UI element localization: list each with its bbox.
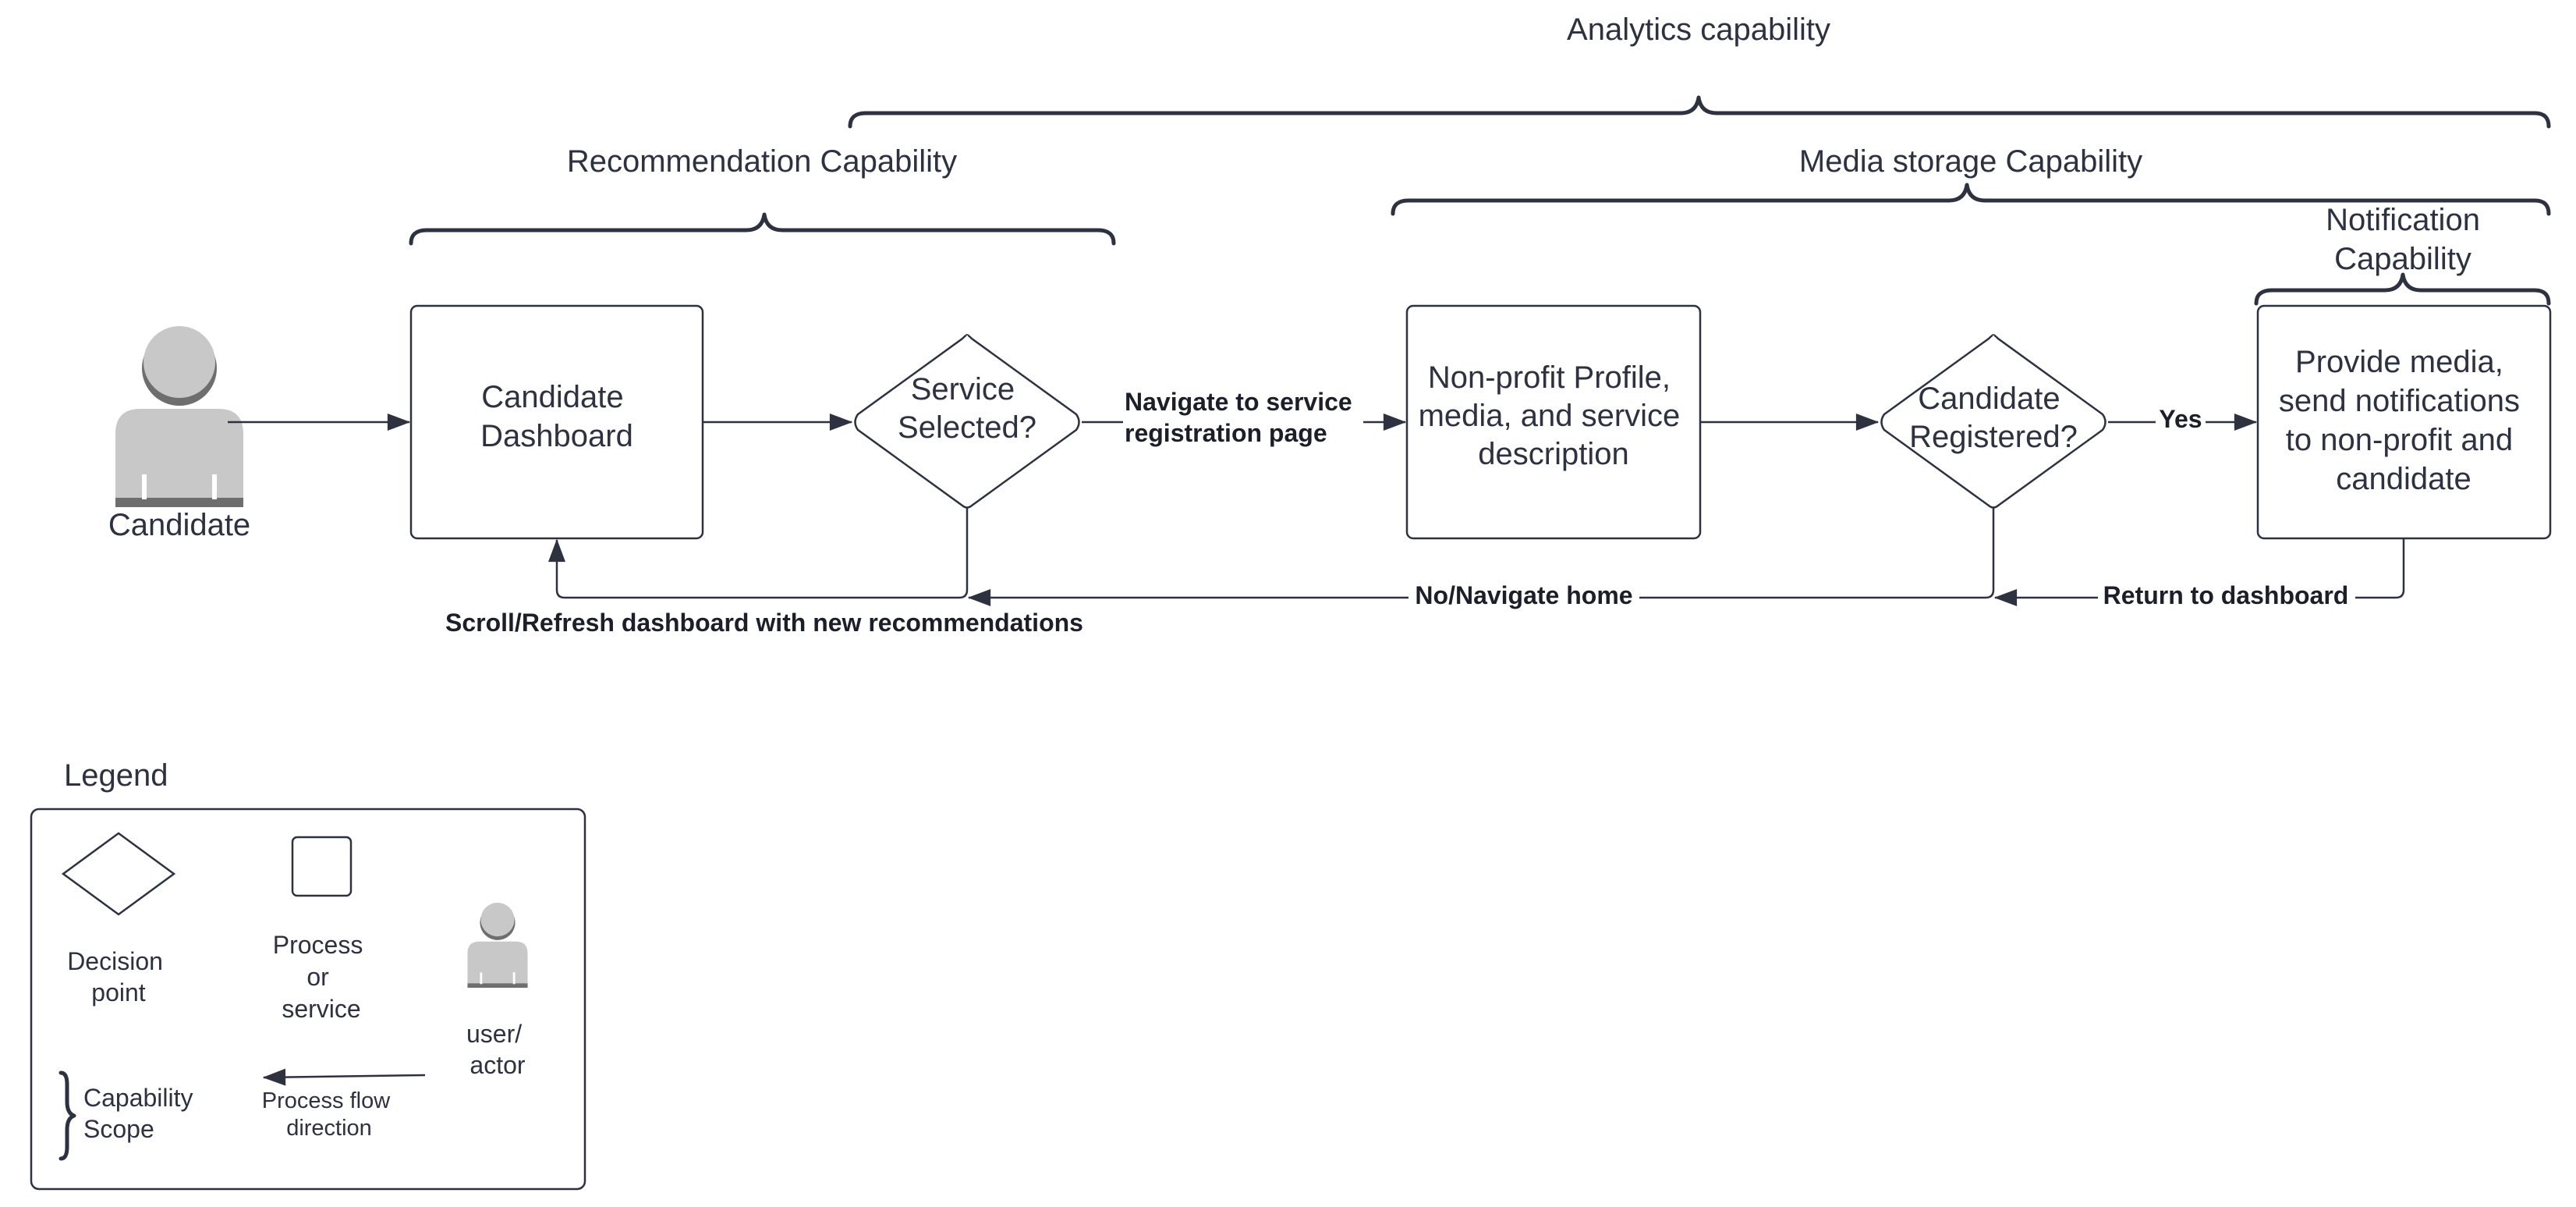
legend-process-line: service xyxy=(282,995,360,1023)
yes-label-bg xyxy=(2156,404,2206,435)
legend-scope: Capability Scope xyxy=(58,1070,200,1161)
flow-arrow-icon xyxy=(262,1068,426,1086)
return-label-bg xyxy=(2098,579,2355,615)
navigate-edge-line: registration page xyxy=(1125,419,1327,447)
service-selected-line: Selected? xyxy=(898,410,1036,445)
nonprofit-profile-label: Non-profit Profile, media, and service d… xyxy=(1419,360,1689,471)
scroll-refresh-edge-label: Scroll/Refresh dashboard with new recomm… xyxy=(445,609,1083,637)
legend-flow-label: Process flow direction xyxy=(262,1088,396,1141)
notification-capability-label-line2: Capability xyxy=(2334,242,2471,276)
no-navigate-home-label-bg xyxy=(1408,579,1639,615)
service-selected-label: Service Selected? xyxy=(898,372,1036,445)
media-storage-capability-label: Media storage Capability xyxy=(1799,144,2142,179)
legend-process: Process or service xyxy=(273,836,370,1023)
legend-process-line: Process xyxy=(273,931,363,959)
notification-brace xyxy=(2254,272,2551,306)
legend-scope-line: Capability xyxy=(83,1084,193,1112)
provide-media-line: Provide media, xyxy=(2295,345,2503,379)
analytics-capability-label: Analytics capability xyxy=(1567,12,1830,47)
person-icon xyxy=(115,326,243,507)
recommendation-capability-label: Recommendation Capability xyxy=(567,144,957,179)
candidate-actor[interactable]: Candidate xyxy=(108,326,250,542)
candidate-actor-label: Candidate xyxy=(108,508,250,542)
legend-decision: Decision point xyxy=(61,832,176,1006)
edge-service-selected-back-to-dashboard xyxy=(548,508,969,599)
legend-decision-line: Decision xyxy=(67,947,163,975)
recommendation-brace xyxy=(409,212,1116,246)
legend-decision-line: point xyxy=(91,978,146,1006)
candidate-dashboard-label: Candidate Dashboard xyxy=(480,380,633,453)
legend-scope-line: Scope xyxy=(83,1115,154,1143)
candidate-registered-line: Registered? xyxy=(1909,420,2078,454)
legend-process-line: or xyxy=(306,963,329,991)
capability-brace-icon xyxy=(58,1070,76,1161)
nonprofit-profile-node[interactable]: Non-profit Profile, media, and service d… xyxy=(1405,304,1702,540)
legend-title: Legend xyxy=(64,758,168,793)
legend-process-label: Process or service xyxy=(273,931,370,1023)
legend-actor-line: actor xyxy=(469,1051,525,1079)
candidate-dashboard-line: Dashboard xyxy=(480,419,633,453)
candidate-registered-decision[interactable]: Candidate Registered? xyxy=(1880,334,2107,509)
nonprofit-profile-line: Non-profit Profile, xyxy=(1428,360,1671,395)
notification-capability-label-line1: Notification xyxy=(2326,203,2480,237)
legend-flow-line: Process flow xyxy=(262,1088,391,1113)
legend-diamond-shape xyxy=(61,832,176,916)
yes-edge-label: Yes xyxy=(2159,405,2202,433)
legend-flow-line: direction xyxy=(286,1116,372,1141)
legend-flow: Process flow direction xyxy=(262,1068,426,1141)
candidate-dashboard-node[interactable]: Candidate Dashboard xyxy=(409,304,704,540)
legend-actor: user/ actor xyxy=(466,902,529,1079)
legend-actor-line: user/ xyxy=(466,1020,522,1048)
provide-media-line: send notifications xyxy=(2279,384,2520,418)
legend-square-shape xyxy=(291,836,353,897)
return-to-dashboard-edge-label: Return to dashboard xyxy=(2103,581,2349,609)
legend-scope-label: Capability Scope xyxy=(83,1084,200,1143)
nonprofit-profile-line: description xyxy=(1478,437,1628,471)
provide-media-node[interactable]: Provide media, send notifications to non… xyxy=(2256,304,2552,540)
provide-media-line: to non-profit and xyxy=(2286,423,2513,457)
media-storage-brace xyxy=(1391,183,2551,216)
no-navigate-home-edge-label: No/Navigate home xyxy=(1415,581,1632,609)
legend-box xyxy=(30,808,586,1191)
provide-media-label: Provide media, send notifications to non… xyxy=(2279,345,2528,496)
navigate-edge-line: Navigate to service xyxy=(1125,388,1352,416)
candidate-registered-line: Candidate xyxy=(1918,382,2060,416)
service-selected-decision[interactable]: Service Selected? xyxy=(854,334,1080,509)
navigate-label-bg xyxy=(1123,382,1363,449)
candidate-dashboard-line: Candidate xyxy=(481,380,623,414)
legend-decision-label: Decision point xyxy=(67,947,170,1006)
candidate-registered-label: Candidate Registered? xyxy=(1909,382,2078,454)
navigate-edge-label: Navigate to service registration page xyxy=(1125,388,1359,447)
edge-registered-no-to-service-selected xyxy=(967,508,1995,606)
edge-provide-media-return-to-registered xyxy=(1993,538,2405,606)
service-selected-line: Service xyxy=(911,372,1015,406)
provide-media-line: candidate xyxy=(2336,462,2471,496)
legend-actor-label: user/ actor xyxy=(466,1020,529,1079)
analytics-brace xyxy=(848,95,2551,129)
nonprofit-profile-line: media, and service xyxy=(1419,399,1681,433)
